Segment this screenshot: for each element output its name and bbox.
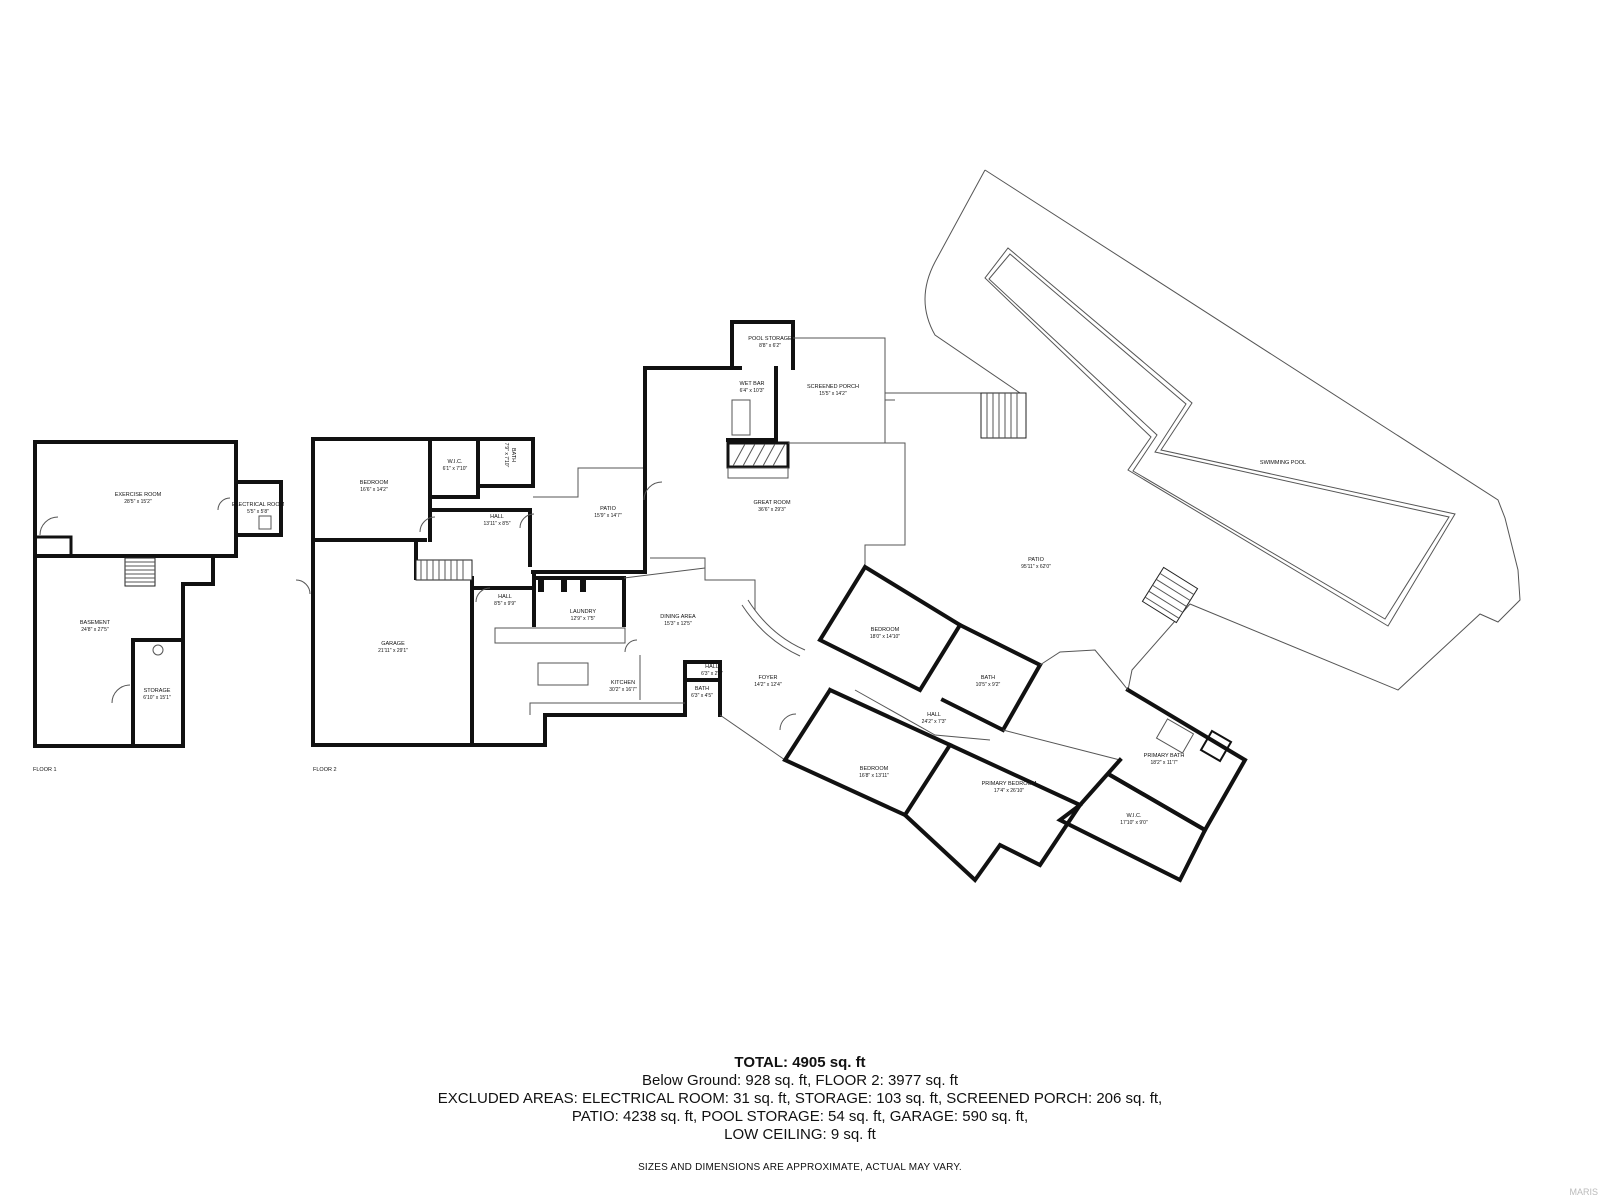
floor-1-labels: FLOOR 1 EXERCISE ROOM 28'5" x 15'2" ELEC… <box>33 492 285 773</box>
room-dimensions: 12'9" x 7'5" <box>571 616 596 622</box>
room-name: HALL <box>498 594 512 600</box>
room-dimensions: 36'6" x 29'3" <box>758 507 786 513</box>
room-dimensions: 95'11" x 62'0" <box>1021 564 1051 570</box>
room-dimensions: 15'3" x 12'5" <box>664 621 692 627</box>
summary-line: LOW CEILING: 9 sq. ft <box>724 1126 876 1143</box>
room-dimensions: 8'8" x 6'2" <box>759 343 781 349</box>
room-name: LAUNDRY <box>570 609 597 615</box>
room-dimensions: 30'2" x 16'7" <box>609 687 637 693</box>
room-name: SCREENED PORCH <box>807 384 859 390</box>
room-name: PATIO <box>600 506 616 512</box>
watermark: MARIS <box>1569 1187 1598 1197</box>
room-dimensions: 6'10" x 15'1" <box>143 695 171 701</box>
room-name: BATH <box>510 448 516 462</box>
floor-2-labels: FLOOR 2 BEDROOM 16'6" x 14'2" W.I.C. 6'1… <box>313 336 1306 826</box>
room-name: EXERCISE ROOM <box>115 492 162 498</box>
room-name: WET BAR <box>740 381 765 387</box>
room-name: PATIO <box>1028 557 1044 563</box>
room-name: ELECTRICAL ROOM <box>232 502 285 508</box>
summary-line: PATIO: 4238 sq. ft, POOL STORAGE: 54 sq.… <box>571 1108 1029 1125</box>
room-name: GARAGE <box>381 641 405 647</box>
room-dimensions: 6'4" x 10'3" <box>740 388 765 394</box>
room-dimensions: 18'0" x 14'10" <box>870 634 900 640</box>
room-name: BASEMENT <box>80 620 111 626</box>
room-name: W.I.C. <box>448 459 463 465</box>
room-dimensions: 15'5" x 14'2" <box>819 391 847 397</box>
room-name: W.I.C. <box>1127 813 1142 819</box>
room-name: GREAT ROOM <box>753 500 790 506</box>
room-name: HALL <box>490 514 504 520</box>
floor-2-label: FLOOR 2 <box>313 767 337 773</box>
room-dimensions: 7'9" x 7'10" <box>503 443 509 468</box>
room-dimensions: 6'3" x 4'5" <box>691 693 713 699</box>
room-dimensions: 13'11" x 8'5" <box>483 521 510 527</box>
room-name: STORAGE <box>144 688 171 694</box>
total-area: TOTAL: 4905 sq. ft <box>734 1054 866 1071</box>
room-name: HALL <box>705 664 719 670</box>
floor-1-plan <box>33 440 283 748</box>
room-dimensions: 16'8" x 13'11" <box>859 773 889 779</box>
summary-line: Below Ground: 928 sq. ft, FLOOR 2: 3977 … <box>642 1072 958 1089</box>
room-dimensions: 24'8" x 27'5" <box>81 627 109 633</box>
room-dimensions: 21'11" x 29'1" <box>378 648 408 654</box>
room-name: BATH <box>695 686 709 692</box>
room-dimensions: 24'2" x 7'3" <box>922 719 947 725</box>
room-dimensions: 28'5" x 15'2" <box>124 499 152 505</box>
room-dimensions: 18'2" x 11'7" <box>1150 760 1177 766</box>
room-name: KITCHEN <box>611 680 635 686</box>
room-dimensions: 6'3" x 2'9" <box>701 671 723 677</box>
room-dimensions: 16'6" x 14'2" <box>360 487 388 493</box>
room-name: BEDROOM <box>360 480 389 486</box>
room-name: POOL STORAGE <box>748 336 792 342</box>
room-name: BEDROOM <box>871 627 900 633</box>
room-dimensions: 17'4" x 26'10" <box>994 788 1024 794</box>
floor-1-label: FLOOR 1 <box>33 767 57 773</box>
room-dimensions: 8'5" x 9'9" <box>494 601 516 607</box>
room-dimensions: 14'2" x 12'4" <box>754 682 782 688</box>
area-summary: TOTAL: 4905 sq. ft Below Ground: 928 sq.… <box>0 1054 1600 1173</box>
summary-line: EXCLUDED AREAS: ELECTRICAL ROOM: 31 sq. … <box>437 1090 1163 1107</box>
room-dimensions: 17'10" x 9'0" <box>1120 820 1148 826</box>
room-dimensions: 5'5" x 5'8" <box>247 509 269 515</box>
room-name: HALL <box>927 712 941 718</box>
room-dimensions: 10'5" x 9'2" <box>976 682 1001 688</box>
room-name: BEDROOM <box>860 766 889 772</box>
room-name: PRIMARY BATH <box>1144 753 1185 759</box>
room-dimensions: 15'9" x 14'7" <box>594 513 622 519</box>
room-dimensions: 6'1" x 7'10" <box>443 466 468 472</box>
room-name: DINING AREA <box>660 614 696 620</box>
disclaimer: SIZES AND DIMENSIONS ARE APPROXIMATE, AC… <box>638 1162 962 1173</box>
room-name: PRIMARY BEDROOM <box>982 781 1037 787</box>
room-name: FOYER <box>759 675 778 681</box>
room-name: BATH <box>981 675 995 681</box>
floor-2-plan <box>295 169 1521 884</box>
room-name: SWIMMING POOL <box>1260 460 1306 466</box>
